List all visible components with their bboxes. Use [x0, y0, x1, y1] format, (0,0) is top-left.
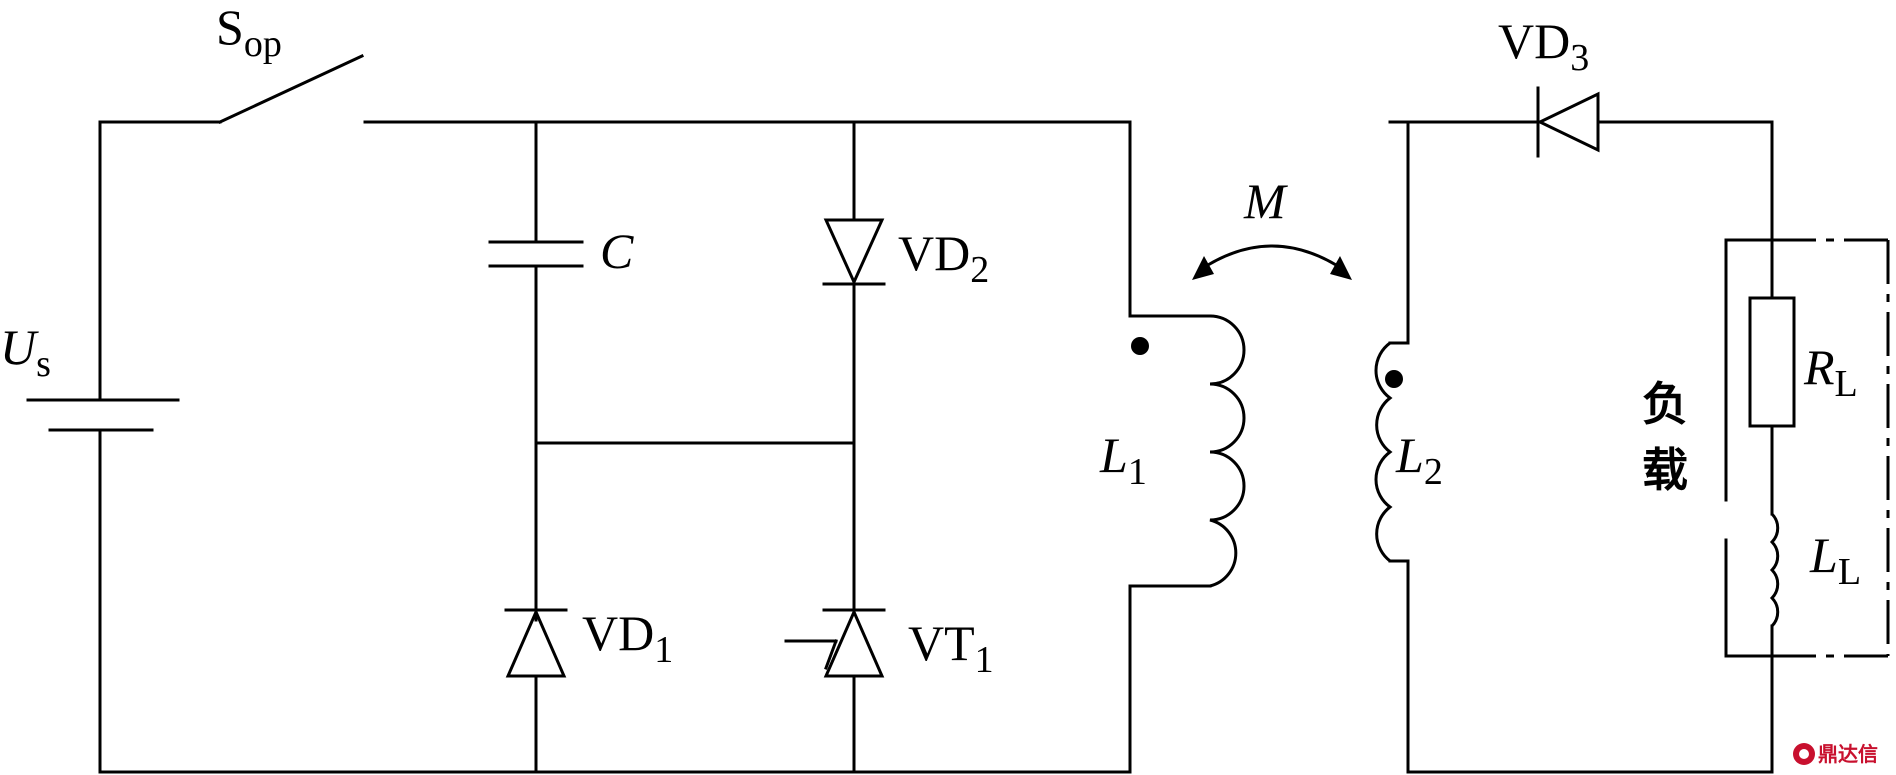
primary-wiring	[98, 120, 1212, 774]
capacitor-c	[488, 240, 584, 268]
watermark-logo: 鼎达信	[1793, 742, 1878, 766]
label-l1: L1	[1099, 427, 1147, 493]
inductor-ll	[1769, 512, 1780, 628]
label-vt1: VT1	[908, 615, 994, 681]
load-box	[1724, 238, 1896, 658]
label-load-1: 负	[1642, 377, 1688, 431]
label-vd3: VD3	[1498, 13, 1589, 79]
coil-l1	[1131, 314, 1246, 588]
thyristor-vt1	[784, 608, 886, 678]
diode-vd2	[822, 218, 886, 286]
coil-l2	[1374, 341, 1403, 563]
label-us: Us	[0, 319, 51, 385]
secondary-wiring	[1388, 120, 1774, 774]
dot-l2	[1385, 370, 1403, 388]
label-c: C	[600, 223, 634, 279]
switch-sop	[218, 54, 364, 124]
diode-vd1	[504, 608, 568, 678]
label-load-2: 载	[1642, 443, 1688, 497]
label-ll: LL	[1809, 527, 1861, 593]
dc-source	[26, 398, 180, 524]
diode-vd3	[1536, 86, 1600, 158]
label-vd2: VD2	[898, 225, 989, 291]
label-rl: RL	[1803, 339, 1858, 405]
dot-l1	[1131, 337, 1149, 355]
label-l2: L2	[1395, 427, 1443, 493]
label-m: M	[1243, 173, 1288, 229]
mutual-arrow	[1192, 244, 1352, 280]
label-vd1: VD1	[582, 605, 673, 671]
label-sop: Sop	[216, 0, 282, 65]
resistor-rl	[1748, 296, 1796, 428]
watermark-text: 鼎达信	[1818, 742, 1878, 766]
